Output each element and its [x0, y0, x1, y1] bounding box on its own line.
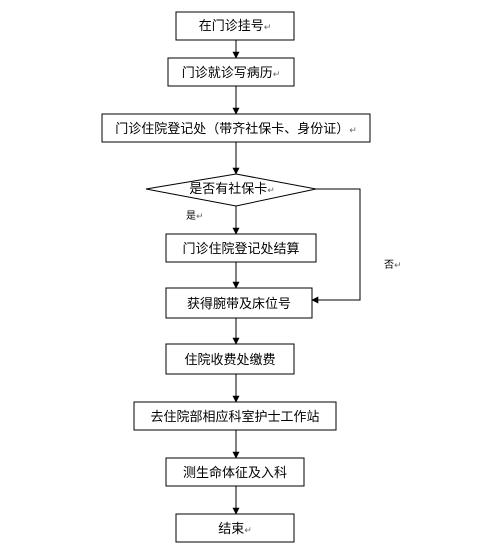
branch-yes-label: 是↵ [186, 210, 204, 222]
return-mark: ↵ [244, 526, 252, 536]
node-wristband: 获得腕带及床位号 [165, 287, 313, 319]
svg-text:门诊住院登记处（带齐社保卡、身份证）↵: 门诊住院登记处（带齐社保卡、身份证）↵ [115, 121, 357, 137]
node-admission-office-label: 门诊住院登记处（带齐社保卡、身份证） [115, 121, 349, 137]
node-decision-label: 是否有社保卡 [189, 181, 267, 197]
node-consult-label: 门诊就诊写病历 [182, 66, 273, 81]
node-admission-office: 门诊住院登记处（带齐社保卡、身份证）↵ [101, 113, 371, 143]
svg-text:是否有社保卡↵: 是否有社保卡↵ [189, 181, 275, 197]
node-payment: 住院收费处缴费 [165, 343, 295, 375]
node-settlement-label: 门诊住院登记处结算 [182, 242, 299, 257]
node-vitals-label: 测生命体征及入科 [183, 465, 287, 481]
node-register-label: 在门诊挂号 [199, 19, 264, 34]
node-settlement: 门诊住院登记处结算 [165, 233, 317, 263]
node-decision: 是否有社保卡↵ [145, 173, 317, 207]
node-nurse-station-label: 去住院部相应科室护士工作站 [150, 409, 319, 425]
node-end-label: 结束 [218, 522, 244, 537]
node-end: 结束↵ [175, 513, 295, 543]
svg-text:门诊就诊写病历↵: 门诊就诊写病历↵ [182, 66, 281, 81]
edge-decision-no-to-wristband [311, 188, 361, 304]
svg-text:在门诊挂号↵: 在门诊挂号↵ [199, 19, 272, 34]
return-mark: ↵ [264, 23, 272, 33]
node-vitals: 测生命体征及入科 [165, 457, 305, 487]
node-wristband-label: 获得腕带及床位号 [187, 296, 291, 312]
node-payment-label: 住院收费处缴费 [184, 353, 275, 368]
return-mark: ↵ [349, 126, 357, 136]
return-mark: ↵ [273, 70, 281, 80]
node-consult: 门诊就诊写病历↵ [167, 57, 295, 87]
svg-text:结束↵: 结束↵ [218, 522, 252, 537]
node-nurse-station: 去住院部相应科室护士工作站 [133, 401, 337, 431]
return-mark: ↵ [267, 186, 275, 196]
node-register: 在门诊挂号↵ [175, 11, 295, 41]
branch-no-label: 否↵ [384, 259, 402, 271]
